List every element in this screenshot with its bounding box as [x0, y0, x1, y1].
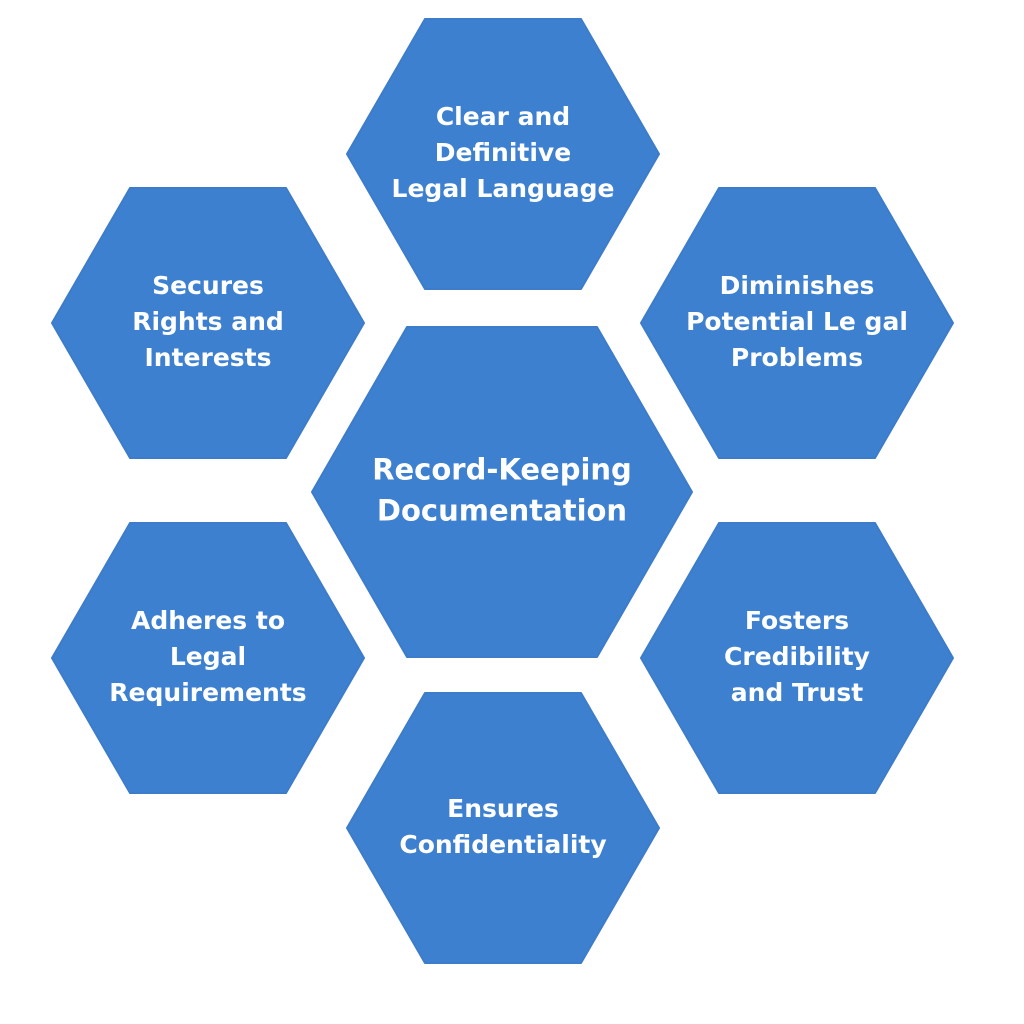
hexagon-upper-left-label-line: Rights and [132, 307, 284, 336]
hexagon-center-shape [311, 326, 693, 658]
hexagon-top-label-line: Definitive [435, 138, 571, 167]
hexagon-lower-right-label-line: and Trust [731, 678, 864, 707]
hexagon-lower-left-label-line: Legal [170, 642, 246, 671]
hexagon-bottom-label-line: Confidentiality [399, 830, 606, 859]
hexagon-center-label-line: Documentation [377, 494, 627, 528]
hexagon-upper-right-shape [640, 187, 954, 459]
hexagon-upper-left-shape [51, 187, 365, 459]
hexagon-upper-left-label-line: Secures [152, 271, 264, 300]
hexagon-lower-left-shape [51, 522, 365, 794]
hexagon-bottom-shape [346, 692, 660, 964]
hexagon-lower-left-label-line: Adheres to [131, 606, 285, 635]
hexagon-center-label-line: Record-Keeping [372, 453, 632, 487]
hexagon-top-label-line: Clear and [436, 102, 570, 131]
hexagon-upper-right-label-line: Diminishes [720, 271, 875, 300]
hexagon-bottom-label-line: Ensures [447, 794, 559, 823]
hexagon-top-shape [346, 18, 660, 290]
hexagon-top-label-line: Legal Language [392, 174, 615, 203]
hexagon-upper-left-label-line: Interests [144, 343, 271, 372]
hexagon-lower-left-label-line: Requirements [109, 678, 306, 707]
hexagon-lower-right-label-line: Credibility [724, 642, 870, 671]
hexagon-upper-right-label-line: Problems [731, 343, 863, 372]
hexagon-lower-right-shape [640, 522, 954, 794]
hexagon-upper-right-label-line: Potential Le gal [686, 307, 908, 336]
hexagon-lower-right-label-line: Fosters [745, 606, 849, 635]
